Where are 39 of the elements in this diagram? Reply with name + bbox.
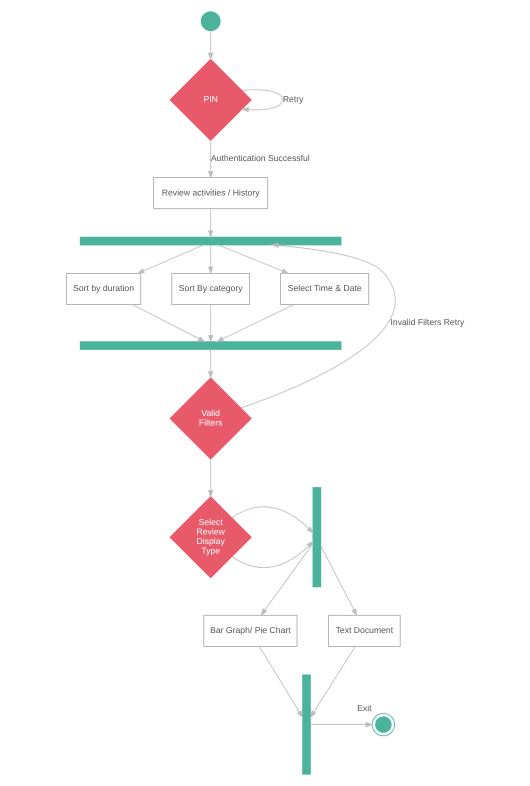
arrow bbox=[309, 646, 356, 718]
node-label: Exit bbox=[356, 702, 372, 713]
node-box: Sort By category bbox=[170, 272, 250, 305]
arrow bbox=[231, 540, 314, 568]
arrow bbox=[207, 304, 213, 343]
node-bar bbox=[312, 487, 321, 588]
arrow bbox=[207, 30, 213, 60]
arrow bbox=[240, 242, 396, 408]
arrow bbox=[207, 140, 213, 179]
arrow bbox=[131, 304, 206, 342]
arrow bbox=[260, 543, 313, 616]
node-diamond: Valid Filters bbox=[168, 377, 252, 460]
arrow bbox=[240, 89, 282, 112]
node-box: Review activities / History bbox=[152, 177, 268, 210]
node-diamond: Select Review Display Type bbox=[168, 496, 252, 578]
edge-label: Retry bbox=[282, 94, 303, 104]
arrow bbox=[207, 458, 213, 498]
arrow bbox=[217, 244, 289, 274]
arrow bbox=[231, 506, 314, 534]
arrow bbox=[207, 208, 213, 238]
arrow bbox=[215, 304, 294, 342]
node-circle bbox=[200, 11, 220, 32]
arrow bbox=[207, 244, 213, 274]
arrow bbox=[309, 722, 373, 728]
node-circle bbox=[371, 712, 395, 736]
node-diamond: PIN bbox=[168, 58, 252, 142]
node-box: Sort by duration bbox=[66, 272, 141, 305]
arrow bbox=[258, 646, 303, 718]
node-bar bbox=[302, 674, 310, 775]
edge-label: Authentication Successful bbox=[210, 153, 310, 164]
node-box: Text Document bbox=[328, 614, 400, 647]
node-bar bbox=[79, 236, 341, 246]
node-box: Select Time & Date bbox=[280, 272, 369, 305]
arrow bbox=[320, 545, 357, 616]
arrow bbox=[207, 349, 213, 380]
node-box: Bar Graph/ Pie Chart bbox=[202, 614, 297, 647]
edge-label: Invalid Filters Retry bbox=[390, 317, 464, 328]
node-bar bbox=[79, 341, 341, 350]
arrow bbox=[136, 244, 204, 274]
